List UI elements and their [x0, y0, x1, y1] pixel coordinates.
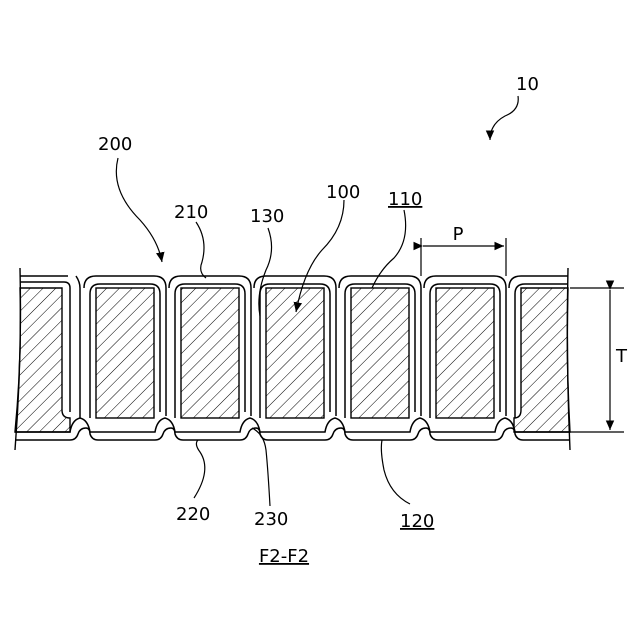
core-block: [436, 288, 494, 418]
figure-caption: F2-F2: [259, 546, 309, 567]
label-100: 100: [326, 182, 360, 203]
label-110: 110: [388, 189, 422, 210]
label-120: 120: [400, 511, 434, 532]
thickness-label: T: [615, 346, 628, 367]
label-130: 130: [250, 206, 284, 227]
core-block: [181, 288, 239, 418]
label-210: 210: [174, 202, 208, 223]
core-blocks: [15, 288, 570, 432]
label-230: 230: [254, 509, 288, 530]
core-block: [266, 288, 324, 418]
leader-210: [196, 222, 206, 278]
pitch-dimension: [421, 238, 506, 276]
label-200: 200: [98, 134, 132, 155]
leader-200: [116, 158, 162, 262]
core-block: [96, 288, 154, 418]
pitch-label: P: [453, 224, 464, 245]
core-block-partial-left: [15, 288, 70, 432]
label-10: 10: [516, 74, 539, 95]
leader-220: [194, 440, 205, 498]
sheet-bottom-outer: [15, 428, 570, 440]
core-block-partial-right: [514, 288, 570, 432]
sheet-bottom-inner: [15, 418, 570, 432]
core-block: [351, 288, 409, 418]
label-220: 220: [176, 504, 210, 525]
leader-10: [490, 96, 518, 140]
leader-120: [381, 440, 410, 504]
